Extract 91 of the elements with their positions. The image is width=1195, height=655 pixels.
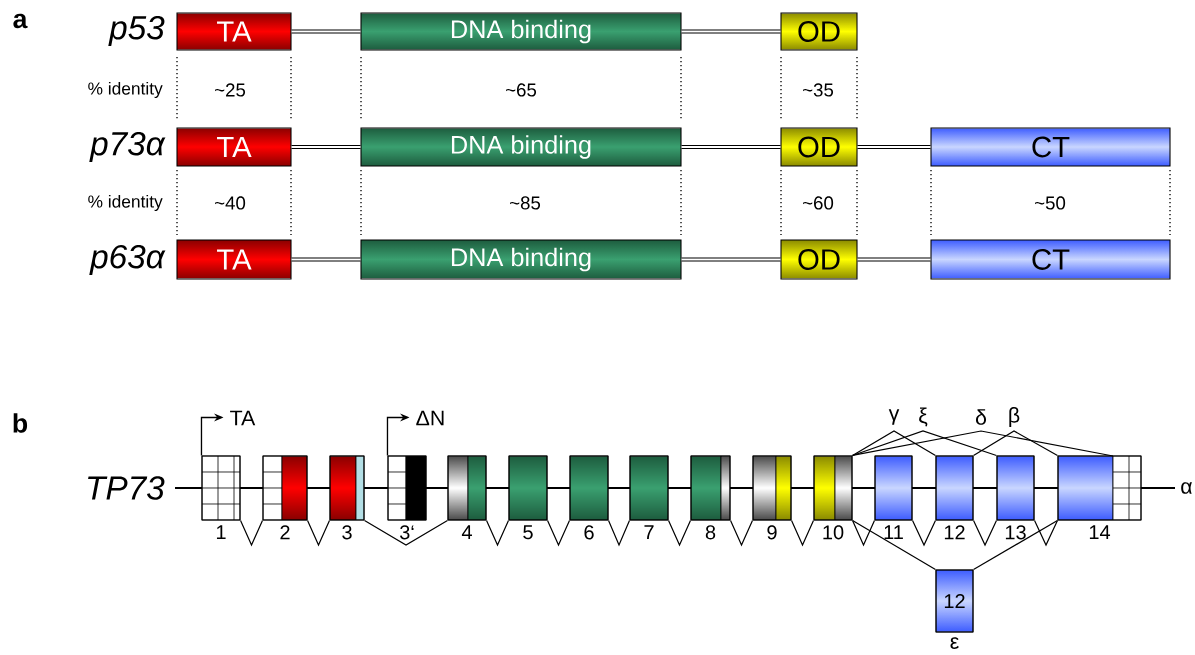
edge-label: γ — [887, 407, 901, 427]
splice-line — [851, 430, 998, 457]
exon-box: 3 — [329, 455, 365, 540]
protein-name: p53 — [108, 15, 165, 47]
splice-line — [972, 519, 998, 547]
domain-box: CT — [930, 239, 1171, 280]
domain-box: TA — [176, 127, 292, 167]
exon-box: 12 — [935, 455, 974, 540]
panel-letter: b — [13, 413, 28, 433]
exon-box: 5 — [508, 455, 548, 540]
exon-box: 2 — [262, 455, 308, 540]
exon-box: 9 — [752, 455, 792, 540]
identity-value: ~85 — [510, 196, 541, 210]
linker-line — [291, 257, 361, 262]
exon-box: 7 — [629, 455, 669, 539]
isoform-label: α — [1181, 482, 1192, 494]
gene-name: TP73 — [88, 476, 165, 500]
domain-box: DNA binding — [360, 127, 682, 167]
node-label: 3 — [342, 525, 352, 540]
domain-box: CT — [930, 127, 1171, 167]
splice-line — [239, 519, 264, 547]
node-label: 2 — [280, 525, 290, 540]
exon-box: 14 — [1057, 455, 1142, 539]
splice-line — [790, 519, 815, 547]
identity-value: ~40 — [215, 196, 246, 210]
linker-line — [291, 145, 361, 149]
exon-box: 3‘ — [387, 455, 427, 540]
exon-box: 1 — [201, 455, 241, 539]
domain-box: OD — [780, 12, 858, 51]
linker-line — [857, 257, 931, 262]
splice-line — [851, 519, 937, 571]
splice-line — [729, 519, 754, 547]
domain-box: OD — [780, 239, 858, 280]
node-label: 11 — [884, 525, 903, 539]
splice-line — [911, 519, 937, 547]
splice-line — [667, 519, 692, 547]
node-label: 3‘ — [399, 525, 414, 540]
linker-line — [681, 145, 781, 149]
protein-name: p63α — [89, 244, 166, 276]
exon-box: 6 — [569, 455, 609, 540]
splice-line — [485, 519, 510, 547]
identity-value: ~60 — [803, 196, 834, 210]
panel-letter: a — [13, 13, 28, 29]
linker-line — [291, 29, 361, 34]
edge-label: ΔN — [414, 409, 447, 427]
node-label: 14 — [1089, 525, 1111, 539]
row-label: % identity — [88, 194, 163, 212]
domain-box: OD — [780, 127, 858, 167]
domain-box: TA — [176, 239, 292, 280]
node-label: 6 — [584, 525, 594, 540]
node-label: 4 — [461, 525, 472, 539]
linker-line — [681, 257, 781, 262]
exon-box: 4 — [447, 455, 487, 539]
node-label: 13 — [1005, 525, 1026, 540]
exon-box: 12 ε — [935, 569, 974, 649]
node-label: 5 — [523, 525, 533, 540]
node-label: 1 — [216, 525, 226, 539]
node-label: 8 — [705, 525, 716, 540]
splice-line — [546, 519, 571, 547]
domain-box: DNA binding — [360, 239, 682, 280]
node-label: 12 — [944, 525, 965, 540]
node-label: 10 — [823, 525, 844, 540]
splice-line — [972, 430, 1059, 457]
linker-line — [681, 29, 781, 34]
row-label: % identity — [88, 81, 163, 99]
splice-line — [306, 519, 331, 547]
edge-label: ξ — [916, 406, 930, 428]
identity-value: ~50 — [1035, 196, 1066, 210]
identity-value: ~35 — [803, 83, 834, 97]
splice-line — [972, 519, 1059, 571]
edge-label: β — [1006, 405, 1022, 429]
exon-box: 8 — [690, 455, 731, 540]
edge-label: TA — [228, 409, 257, 427]
splice-line — [607, 519, 631, 547]
domain-box: DNA binding — [360, 12, 682, 51]
domain-box: TA — [176, 12, 292, 51]
identity-value: ~65 — [506, 83, 537, 97]
node-label: 7 — [644, 525, 654, 539]
exon-box: 13 — [996, 455, 1035, 540]
exon-box: 11 — [874, 455, 913, 539]
node-label: ε — [950, 637, 959, 649]
linker-line — [857, 145, 931, 149]
splice-line — [851, 519, 876, 547]
protein-name: p73α — [89, 131, 166, 163]
splice-line — [1033, 519, 1059, 547]
edge-label: δ — [973, 407, 989, 427]
exon-box: 10 — [813, 455, 853, 540]
identity-value: ~25 — [215, 83, 246, 97]
splice-line — [851, 430, 1114, 457]
node-label: 9 — [767, 525, 777, 540]
splice-line — [363, 519, 449, 546]
